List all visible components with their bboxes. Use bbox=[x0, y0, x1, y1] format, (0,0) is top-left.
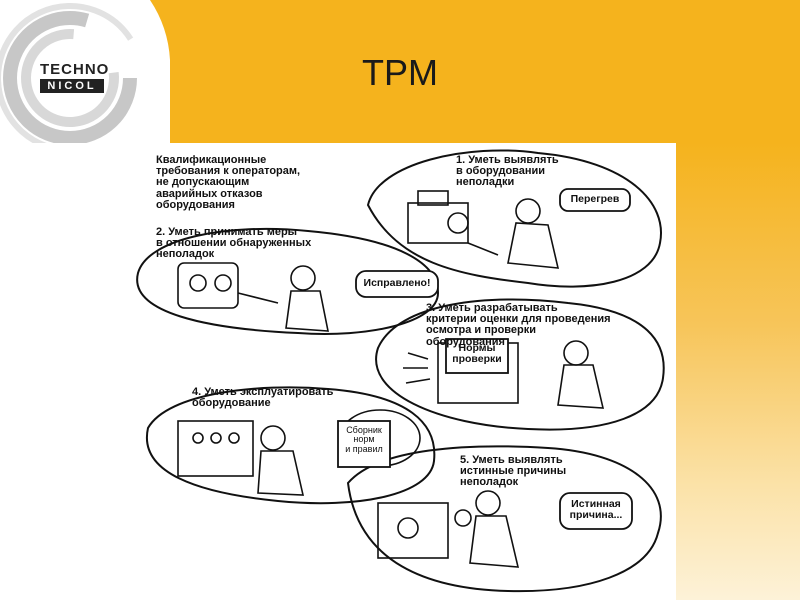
logo-rings-icon bbox=[0, 0, 170, 143]
illustration-heading: Квалификационные требования к операторам… bbox=[156, 154, 301, 211]
bubble-root-cause: Истинная причина... bbox=[569, 498, 623, 522]
right-decor-strip bbox=[676, 143, 800, 600]
logo-text: TECHNO NICOL bbox=[40, 61, 108, 93]
logo-line1: TECHNO bbox=[40, 61, 110, 78]
bubble-fixed: Исправлено! bbox=[363, 277, 431, 289]
item-4-caption: 4. Уметь эксплуатировать оборудование bbox=[192, 386, 334, 410]
bubble-inspection-norms: Нормы проверки bbox=[452, 342, 502, 366]
bubble-rules-book: Сборник норм и правил bbox=[345, 425, 383, 454]
item-1-caption: 1. Уметь выявлять в оборудовании неполад… bbox=[456, 154, 559, 189]
tpm-illustration: Квалификационные требования к операторам… bbox=[108, 143, 676, 600]
bubble-overheat: Перегрев bbox=[570, 193, 620, 205]
logo-line2: NICOL bbox=[40, 79, 104, 93]
slide-title: TPM bbox=[362, 52, 438, 93]
item-3-caption: 3. Уметь разрабатывать критерии оценки д… bbox=[426, 302, 611, 348]
item-5-caption: 5. Уметь выявлять истинные причины непол… bbox=[460, 454, 567, 489]
illustration-drawing bbox=[136, 149, 665, 593]
left-margin bbox=[0, 143, 108, 600]
item-2-caption: 2. Уметь принимать меры в отношении обна… bbox=[156, 226, 312, 261]
logo: TECHNO NICOL bbox=[0, 0, 170, 143]
